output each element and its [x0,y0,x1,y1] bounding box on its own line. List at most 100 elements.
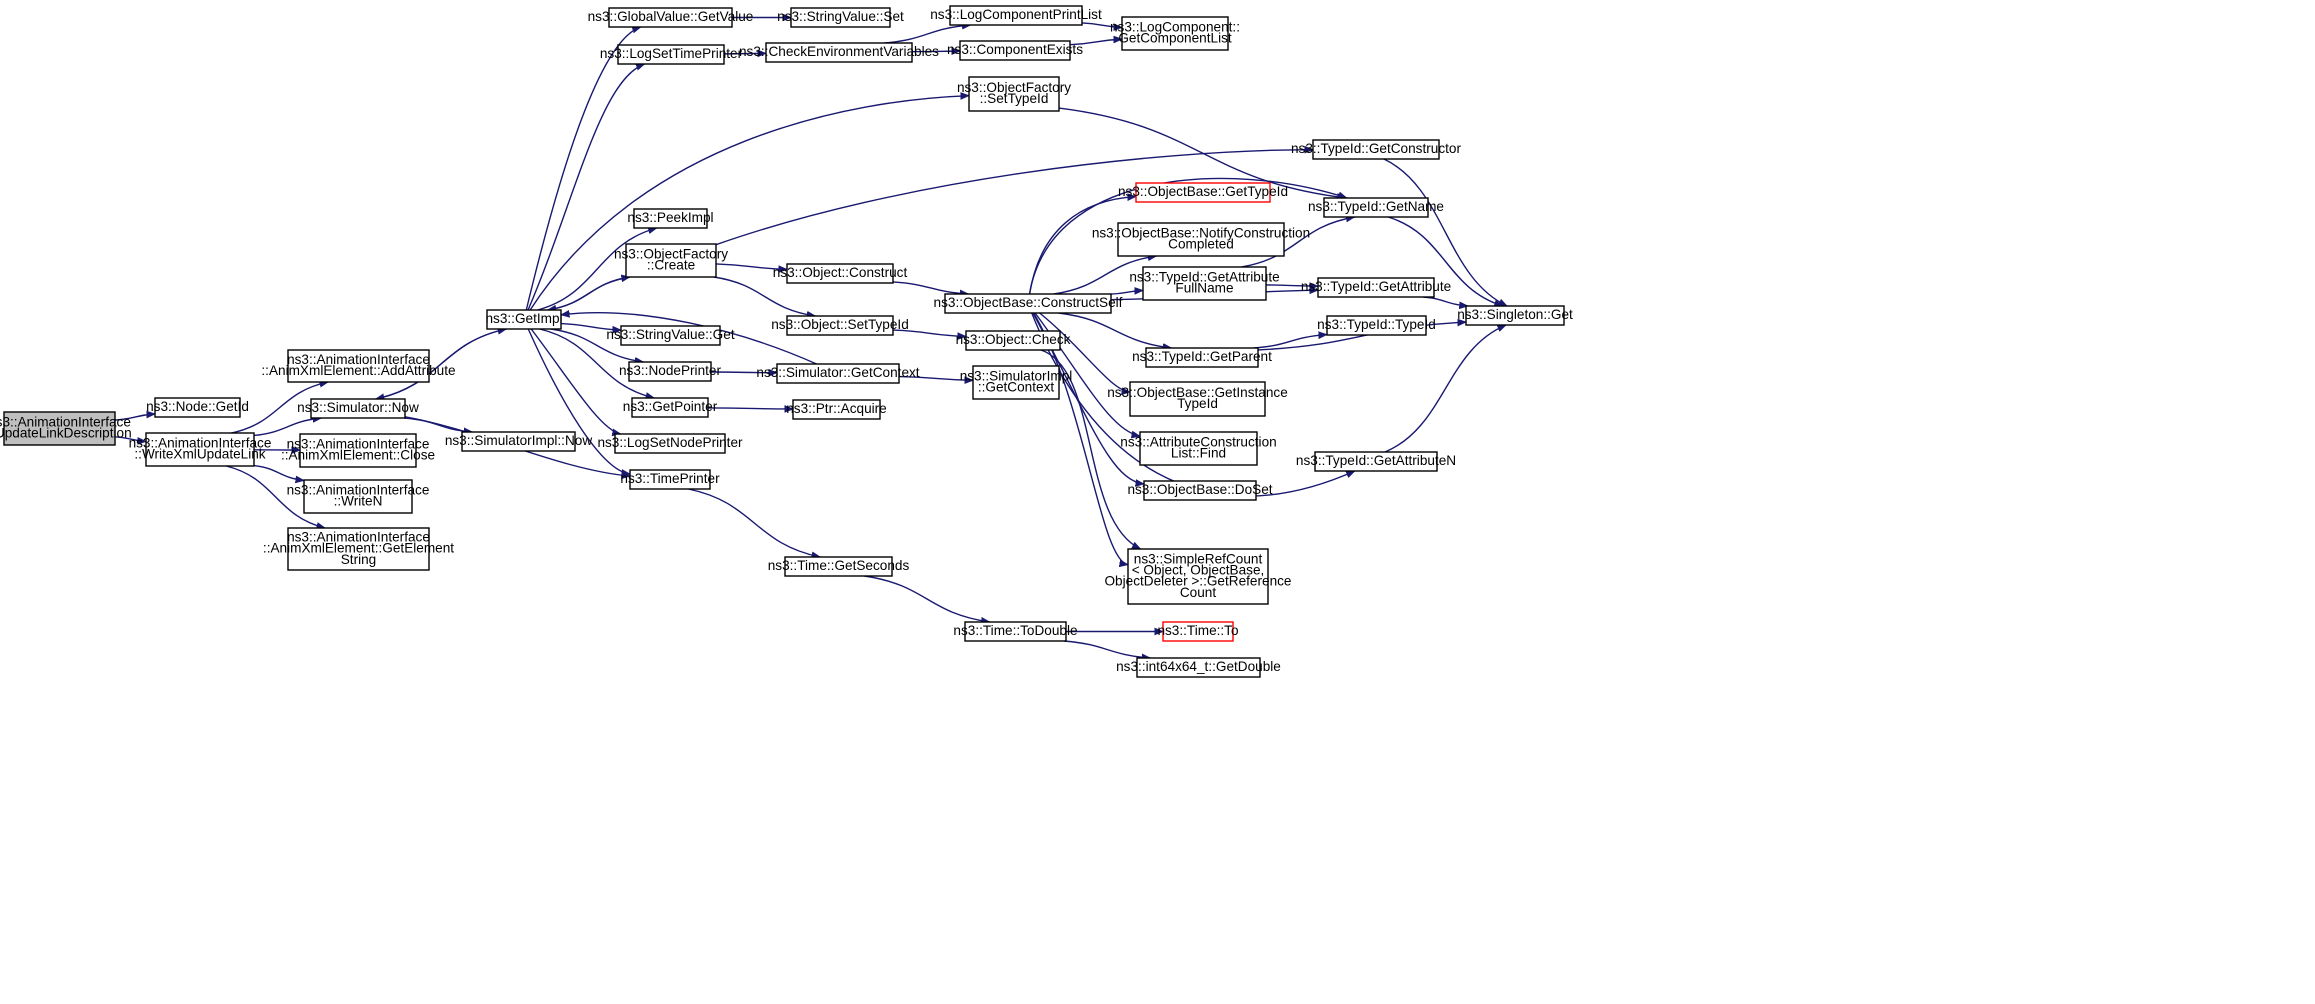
node-timeto[interactable]: ns3::Time::To [1157,621,1239,642]
node-logsettime[interactable]: ns3::LogSetTimePrinter [600,44,743,65]
node-getid[interactable]: ns3::Node::GetId [146,397,249,418]
node-getimpl[interactable]: ns3::GetImpl [485,309,563,330]
node-svset[interactable]: ns3::StringValue::Set [777,7,904,28]
node-box [1145,347,1259,368]
node-getelem[interactable]: ns3::AnimationInterface::AnimXmlElement:… [263,527,454,571]
node-box [1314,451,1438,472]
node-compexists[interactable]: ns3::ComponentExists [947,40,1083,61]
node-ofcreate[interactable]: ns3::ObjectFactory::Create [614,243,728,278]
node-simimplgetctx[interactable]: ns3::SimulatorImpl::GetContext [960,365,1073,400]
node-srcget[interactable]: ns3::SimpleRefCount< Object, ObjectBase,… [1104,548,1292,605]
node-objsettypeid[interactable]: ns3::Object::SetTypeId [771,315,909,336]
node-root[interactable]: ns3::AnimationInterface::UpdateLinkDescr… [0,411,132,446]
node-box [765,42,913,63]
edge-root-to-getid [114,414,155,421]
edge-obconstructself-to-tidgetparent [1058,312,1172,348]
node-timetodouble[interactable]: ns3::Time::ToDouble [953,621,1078,642]
node-nodeprinter[interactable]: ns3::NodePrinter [619,361,721,382]
node-box [776,363,900,384]
edge-tidgetparent-to-tidtypeid [1253,335,1327,349]
node-box [631,397,709,418]
node-label: ns3::AnimationInterface [129,436,272,451]
node-obgettypeid[interactable]: ns3::ObjectBase::GetTypeId [1118,182,1288,203]
edge-wxul-to-writen [253,464,304,481]
node-box [959,40,1071,61]
node-wxul[interactable]: ns3::AnimationInterface::WriteXmlUpdateL… [129,432,272,467]
node-simnow[interactable]: ns3::Simulator::Now [297,398,419,419]
node-tidgetattrn[interactable]: ns3::TypeId::GetAttributeN [1296,451,1456,472]
node-singletonget[interactable]: ns3::Singleton::Get [1457,305,1573,326]
edge-getimpl-to-svget [560,322,621,331]
node-box [786,263,894,284]
node-box [145,432,255,467]
node-logcompprint[interactable]: ns3::LogComponentPrintList [930,5,1102,26]
node-close[interactable]: ns3::AnimationInterface::AnimXmlElement:… [281,433,435,468]
node-label: ns3::AnimationInterface [0,415,131,430]
node-box [3,411,116,446]
node-tidgetctor[interactable]: ns3::TypeId::GetConstructor [1291,139,1461,160]
edge-objconstruct-to-obconstructself [892,281,968,294]
node-gvgetvalue[interactable]: ns3::GlobalValue::GetValue [588,7,754,28]
node-label: ns3::GlobalValue::GetValue [588,9,754,24]
node-box [620,325,721,346]
node-box [964,621,1067,642]
edge-tidgetattr-to-singletonget [1423,296,1468,306]
node-writen[interactable]: ns3::AnimationInterface::WriteN [287,479,430,514]
node-label: GetComponentList [1118,31,1232,46]
node-box [1136,657,1261,678]
edge-logcompprint-to-logcompget [1081,22,1122,28]
node-label: ns3::GetImpl [485,311,562,326]
node-addattr[interactable]: ns3::AnimationInterface::AnimXmlElement:… [261,349,456,383]
node-label: < Object, ObjectBase, [1132,563,1265,578]
node-label: ns3::ObjectBase::ConstructSelf [934,295,1123,310]
node-int64getdouble[interactable]: ns3::int64x64_t::GetDouble [1116,657,1281,678]
node-simgetctx[interactable]: ns3::Simulator::GetContext [756,363,920,384]
node-box [303,479,413,514]
node-obdoset[interactable]: ns3::ObjectBase::DoSet [1127,480,1273,501]
node-obnotify[interactable]: ns3::ObjectBase::NotifyConstructionCompl… [1092,222,1310,257]
edge-compexists-to-logcompget [1069,39,1122,46]
node-tidgetattr[interactable]: ns3::TypeId::GetAttribute [1301,277,1451,298]
node-label: ns3::AnimationInterface [287,483,430,498]
node-label: ns3::Simulator::Now [297,400,419,415]
node-peekimpl[interactable]: ns3::PeekImpl [627,208,714,229]
node-objconstruct[interactable]: ns3::Object::Construct [773,263,908,284]
edge-getimpl-to-logsettime [527,64,644,311]
node-logcompget[interactable]: ns3::LogComponent::GetComponentList [1110,16,1240,51]
node-ptracquire[interactable]: ns3::Ptr::Acquire [786,399,887,420]
node-box [1143,480,1257,501]
node-timeprinter[interactable]: ns3::TimePrinter [620,469,720,490]
edge-getimpl-to-ofsettypeid [529,96,969,311]
node-box [1139,431,1258,466]
node-ofsettypeid[interactable]: ns3::ObjectFactory::SetTypeId [957,76,1071,112]
node-tidtypeid[interactable]: ns3::TypeId::TypeId [1317,315,1436,336]
node-simimplnow[interactable]: ns3::SimulatorImpl::Now [445,431,592,452]
node-label: ns3::SimulatorImpl [960,369,1073,384]
node-timegetsec[interactable]: ns3::Time::GetSeconds [768,556,910,577]
node-label: ns3::NodePrinter [619,363,721,378]
node-label: ns3::TypeId::GetName [1308,199,1444,214]
node-tidgetparent[interactable]: ns3::TypeId::GetParent [1132,347,1272,368]
node-label: ns3::Node::GetId [146,399,249,414]
node-label: ns3::int64x64_t::GetDouble [1116,659,1281,674]
node-label: TypeId [1177,396,1218,411]
edge-simgetctx-to-simimplgetctx [898,375,973,381]
node-label: FullName [1175,281,1233,296]
node-logsetnode[interactable]: ns3::LogSetNodePrinter [597,433,743,454]
node-obconstructself[interactable]: ns3::ObjectBase::ConstructSelf [934,293,1123,314]
node-svget[interactable]: ns3::StringValue::Get [606,325,735,346]
node-box [1127,548,1269,605]
node-label: String [341,552,377,567]
node-objcheck[interactable]: ns3::Object::Check [956,330,1071,351]
node-checkenv[interactable]: ns3::CheckEnvironmentVariables [739,42,939,63]
node-label: ns3::SimpleRefCount [1134,551,1263,566]
node-getpointer[interactable]: ns3::GetPointer [623,397,718,418]
node-box [633,208,708,229]
node-label: ns3::Ptr::Acquire [786,401,887,416]
node-tidgetname[interactable]: ns3::TypeId::GetName [1308,197,1444,218]
